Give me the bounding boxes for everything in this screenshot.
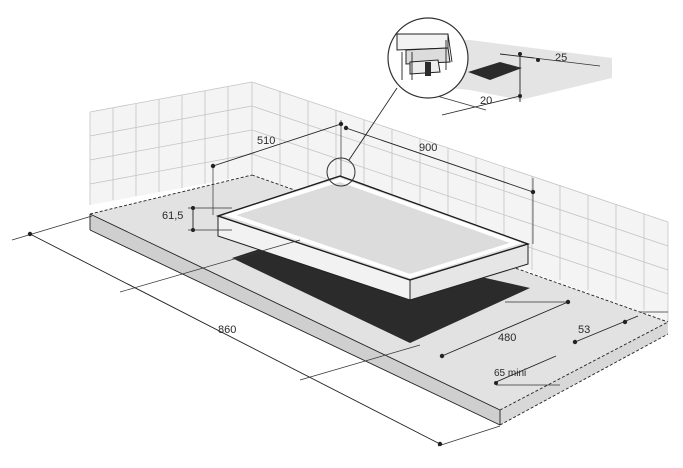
dim-hob-depth: 480 — [439, 299, 571, 359]
detail-magnified-edge — [396, 33, 453, 80]
label-860: 860 — [218, 324, 236, 336]
dim-thickness: 61,5 — [162, 206, 232, 232]
label-25: 25 — [555, 52, 567, 64]
label-65-mini: 65 mini — [494, 368, 526, 379]
dim-counter-depth: 860 — [11, 215, 501, 447]
label-61-5: 61,5 — [162, 210, 183, 222]
label-480: 480 — [498, 332, 516, 344]
left-wall-tiles — [89, 81, 253, 205]
hob — [216, 175, 530, 301]
dim-rear-gap: 53 — [572, 311, 668, 345]
label-53: 53 — [578, 324, 590, 336]
callout-ring — [326, 157, 356, 187]
dim-cutout-depth: 510 — [210, 120, 344, 215]
label-510: 510 — [257, 135, 275, 147]
dim-front-min: 65 mini — [494, 355, 560, 386]
label-20: 20 — [480, 95, 492, 107]
back-wall — [89, 81, 669, 322]
dim-cutout-width: 900 — [343, 125, 536, 244]
detail-cutout-slot — [468, 62, 522, 80]
detail-inset: 25 20 — [387, 17, 612, 116]
detail-callout — [326, 87, 398, 187]
label-900: 900 — [419, 142, 437, 154]
hob-frame-border — [223, 177, 523, 279]
